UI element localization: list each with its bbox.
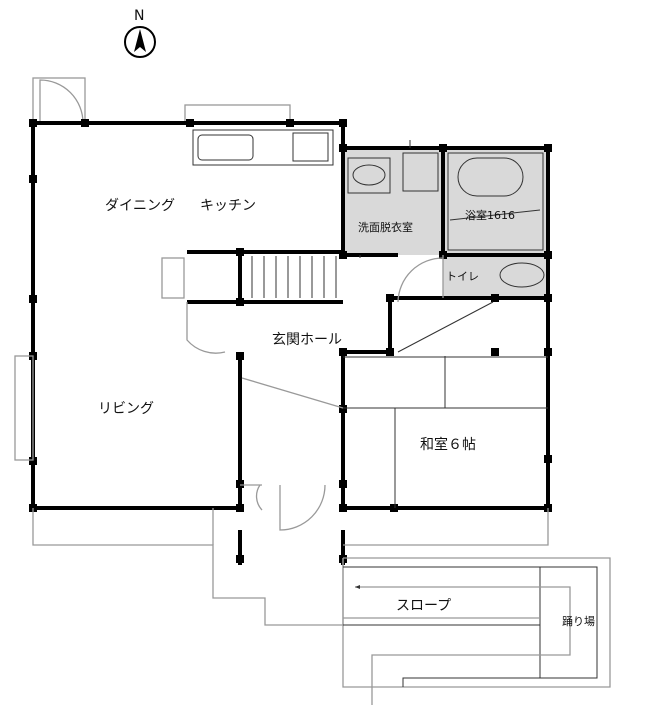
entrance-door bbox=[240, 377, 344, 531]
north-compass-icon bbox=[124, 26, 156, 58]
wet-area-toilet bbox=[443, 255, 548, 298]
room-label-kitchen: キッチン bbox=[200, 198, 256, 214]
bath-fixtures bbox=[347, 140, 545, 288]
entry-door-top-left bbox=[32, 77, 86, 124]
kitchen-counter bbox=[184, 104, 334, 166]
tatami-lines bbox=[343, 301, 548, 508]
compass-label: N bbox=[134, 8, 144, 24]
slope bbox=[342, 557, 611, 705]
label-slope: スロープ bbox=[396, 598, 451, 614]
room-label-washroom: 洗面脱衣室 bbox=[358, 220, 413, 234]
toilet-door bbox=[397, 255, 444, 303]
room-label-dining: ダイニング bbox=[105, 198, 175, 214]
living-window bbox=[14, 355, 34, 461]
staircase bbox=[251, 256, 337, 298]
label-landing: 踊り場 bbox=[562, 615, 595, 628]
stair-side-door bbox=[161, 257, 226, 354]
porch-outline bbox=[32, 508, 549, 626]
wet-area-bath-wash bbox=[343, 148, 548, 255]
room-label-bathroom: 浴室1616 bbox=[465, 208, 515, 222]
room-label-toilet: トイレ bbox=[446, 270, 479, 283]
room-label-japanese-room: 和室６帖 bbox=[420, 436, 476, 453]
room-label-living: リビング bbox=[98, 401, 154, 417]
room-label-entrance-hall: 玄関ホール bbox=[272, 331, 342, 348]
